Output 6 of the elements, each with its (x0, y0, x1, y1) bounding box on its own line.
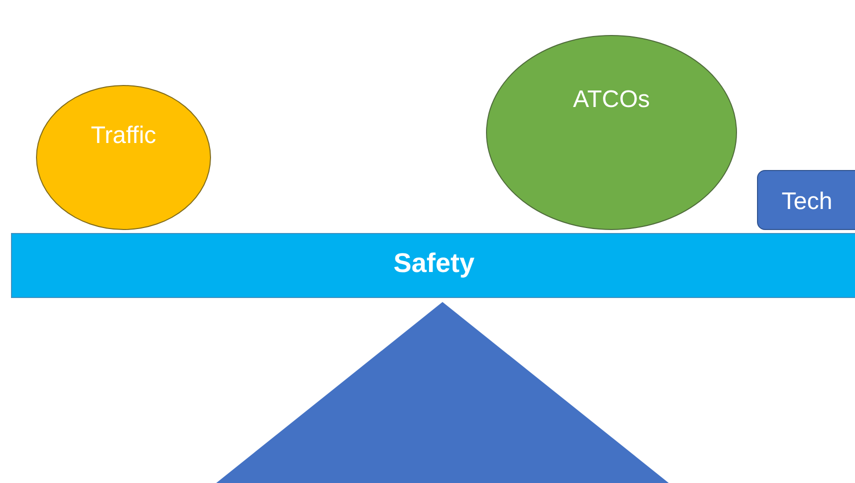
rounded-box (757, 170, 855, 230)
node-label: Traffic (90, 122, 158, 150)
node-label: Safety (392, 248, 476, 279)
node-label: Tech (780, 188, 834, 216)
balance-beam (11, 233, 855, 298)
node-label: ATCOs (572, 86, 651, 114)
